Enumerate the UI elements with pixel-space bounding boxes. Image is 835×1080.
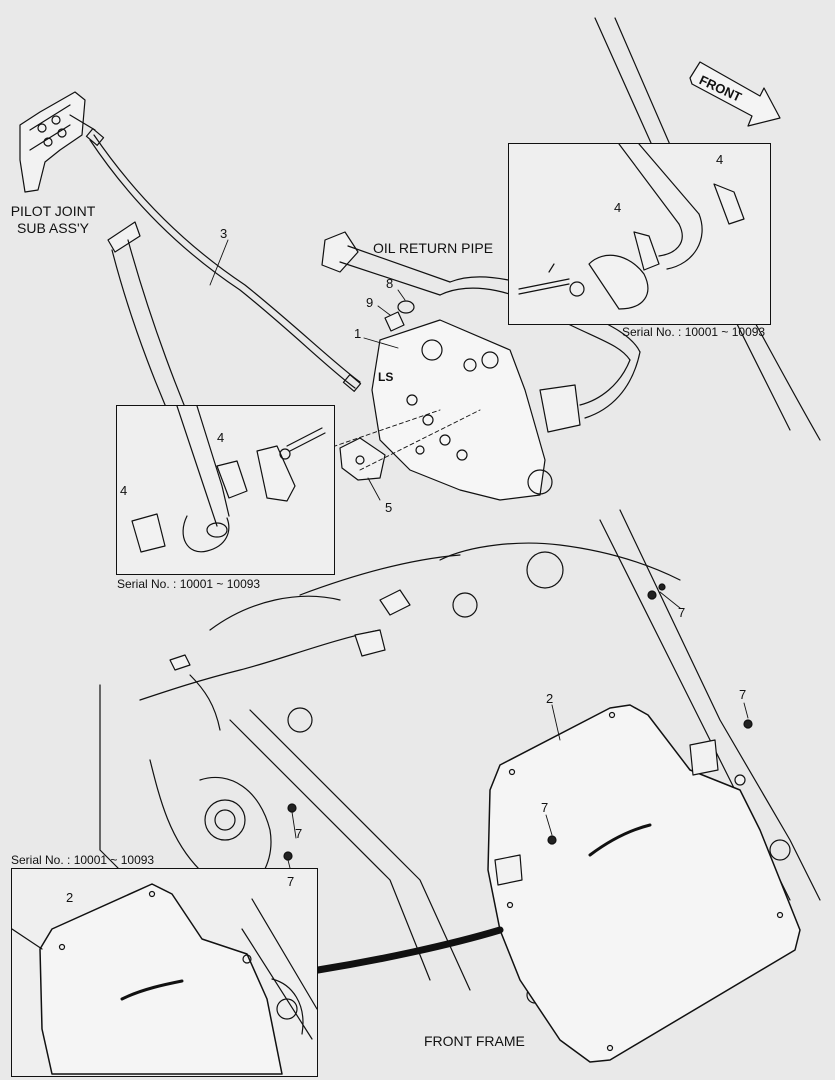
callout-2-inset: 2: [66, 890, 74, 905]
pilot-joint-label: PILOT JOINT SUB ASS'Y: [10, 203, 96, 236]
serial-note-top-right: Serial No. : 10001 ~ 10093: [622, 325, 766, 339]
bolt-icons: [283, 583, 753, 861]
inset-middle-left: [116, 405, 335, 575]
callout-7-a: 7: [739, 687, 747, 702]
callout-4-tr-a: 4: [716, 152, 724, 167]
callout-1: 1: [354, 326, 362, 341]
callout-2-main: 2: [546, 691, 554, 706]
callout-4-ml-a: 4: [217, 430, 225, 445]
front-arrow-icon: [689, 61, 781, 127]
o-ring-icon: [397, 300, 415, 314]
control-valve-icon: [371, 319, 581, 501]
callout-7-e: 7: [287, 874, 295, 889]
pilot-hose: [85, 128, 362, 392]
flange-plate-icon: [339, 437, 386, 481]
inset-connector: [314, 926, 504, 974]
inset-top-right: [508, 143, 771, 325]
callout-4-ml-b: 4: [120, 483, 128, 498]
callout-3: 3: [220, 226, 228, 241]
callout-7-b: 7: [541, 800, 549, 815]
inset-bottom-left: [11, 868, 318, 1077]
callout-7-c: 7: [678, 605, 686, 620]
callout-7-d: 7: [295, 826, 303, 841]
serial-note-bottom-left: Serial No. : 10001 ~ 10093: [11, 853, 155, 867]
callout-4-tr-b: 4: [614, 200, 622, 215]
cover-plate-main: [487, 704, 801, 1063]
valve-ls-label: LS: [378, 370, 394, 384]
oil-return-pipe-label: OIL RETURN PIPE: [373, 240, 494, 256]
plug-icon: [384, 311, 405, 332]
callout-5: 5: [385, 500, 393, 515]
front-frame-label: FRONT FRAME: [424, 1033, 525, 1049]
callout-9: 9: [366, 295, 374, 310]
pilot-joint-icon: [19, 91, 96, 193]
callout-8: 8: [386, 276, 394, 291]
serial-note-middle-left: Serial No. : 10001 ~ 10093: [117, 577, 261, 591]
